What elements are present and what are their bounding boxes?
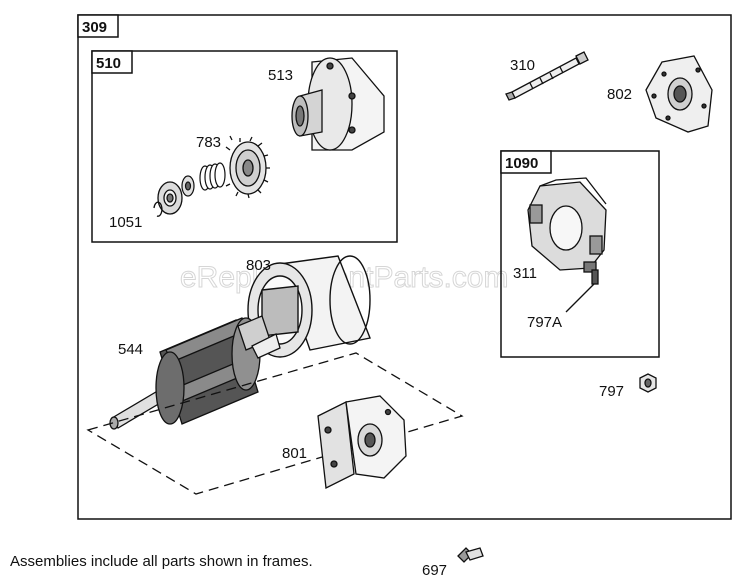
frame-label-510: 510 [96, 55, 121, 72]
part-label-513: 513 [268, 67, 293, 84]
part-1051-retaining-ring [153, 201, 163, 217]
part-311-brush-holder [527, 177, 607, 273]
part-stop-collar [157, 181, 183, 215]
assembly-frame-309 [77, 14, 732, 520]
part-310-through-bolt [505, 51, 589, 101]
part-783-pinion-gear [225, 135, 270, 199]
part-697-bolt [457, 547, 484, 563]
part-544-armature [109, 315, 281, 430]
part-797A-terminal-stud [565, 269, 599, 313]
part-797-nut [639, 373, 657, 393]
assembly-frame-1090 [500, 150, 660, 358]
frame-label-1090: 1090 [505, 155, 538, 172]
part-label-783: 783 [196, 134, 221, 151]
part-label-802: 802 [607, 86, 632, 103]
part-label-544: 544 [118, 341, 143, 358]
part-label-1051: 1051 [109, 214, 142, 231]
part-label-797: 797 [599, 383, 624, 400]
part-label-797A: 797A [527, 314, 562, 331]
frame-tag-309 [77, 14, 119, 38]
frame-tag-1090 [500, 150, 552, 174]
part-label-803: 803 [246, 257, 271, 274]
part-802-end-plate [645, 55, 713, 133]
part-spring [199, 162, 226, 191]
part-513-drive-housing [291, 57, 385, 151]
assembly-footnote: Assemblies include all parts shown in fr… [10, 553, 313, 570]
part-washer [181, 175, 195, 197]
part-label-697: 697 [422, 562, 447, 579]
part-label-310: 310 [510, 57, 535, 74]
part-label-311: 311 [513, 265, 537, 282]
frame-label-309: 309 [82, 19, 107, 36]
frame-tag-510 [91, 50, 133, 74]
part-label-801: 801 [282, 445, 307, 462]
sub-assembly-dashed-outline [86, 352, 464, 495]
part-801-mounting-bracket [317, 395, 407, 489]
assembly-frame-510 [91, 50, 398, 243]
part-803-motor-housing [247, 255, 371, 358]
